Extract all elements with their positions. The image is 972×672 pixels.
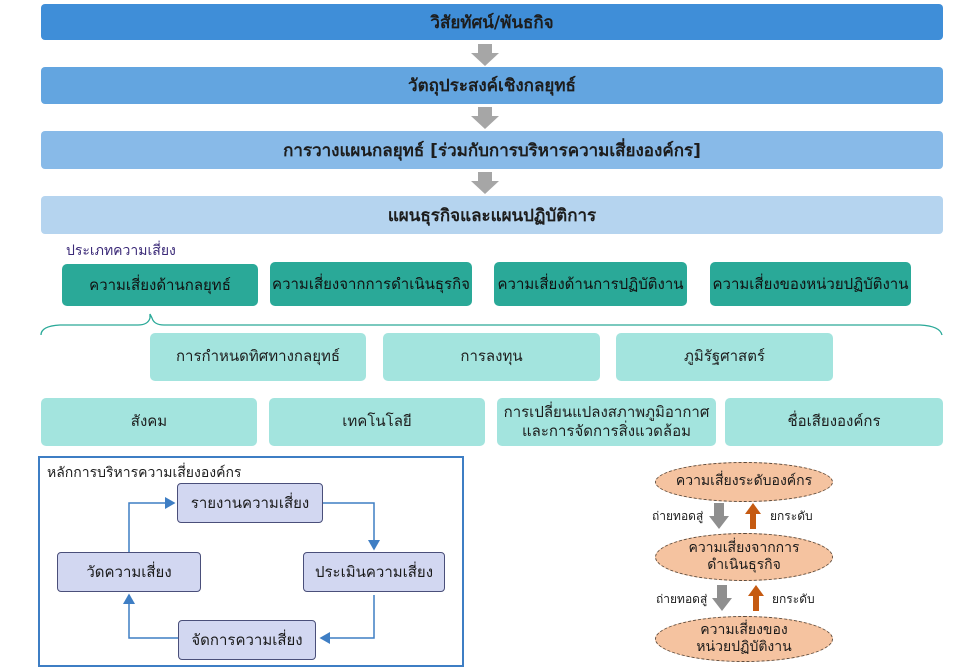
strategic-objective-label: วัตถุประสงค์เชิงกลยุทธ์ [408,76,576,96]
risk-type-business: ความเสี่ยงจากการดำเนินธุรกิจ [270,262,472,306]
vision-mission-label: วิสัยทัศน์/พันธกิจ [430,12,554,33]
business-plan-band: แผนธุรกิจและแผนปฏิบัติการ [41,196,943,234]
risk-type-strategic: ความเสี่ยงด้านกลยุทธ์ [62,264,258,306]
down-arrow-icon [471,107,499,129]
business-plan-label: แผนธุรกิจและแผนปฏิบัติการ [387,205,597,226]
vision-mission-band: วิสัยทัศน์/พันธกิจ [41,4,943,40]
cycle-manage-risk: จัดการความเสี่ยง [178,620,316,660]
factor-strategic-direction: การกำหนดทิศทางกลยุทธ์ [150,333,366,381]
risk-types-label: ประเภทความเสี่ยง [66,243,176,259]
factor-geopolitics: ภูมิรัฐศาสตร์ [616,333,833,381]
up-arrow-icon [748,585,764,611]
level-business-line1: ความเสี่ยงจากการ [688,539,800,556]
factor-investment: การลงทุน [383,333,600,381]
risk-type-operational: ความเสี่ยงด้านการปฏิบัติงาน [494,262,687,306]
level-unit-line1: ความเสี่ยงของ [700,621,788,638]
down-arrow-icon [709,503,729,529]
down-arrow-icon [471,172,499,194]
strategic-planning-label: การวางแผนกลยุทธ์ [ร่วมกับการบริหารความเส… [283,140,701,161]
cycle-assess-risk: ประเมินความเสี่ยง [303,552,445,592]
erm-principles-title: หลักการบริหารความเสี่ยงองค์กร [47,465,242,481]
down-arrow-icon [712,585,732,611]
level-unit-line2: หน่วยปฏิบัติงาน [696,639,792,655]
level-enterprise-risk: ความเสี่ยงระดับองค์กร [655,462,833,502]
cascade-label-2: ถ่ายทอดสู่ [656,592,708,606]
factor-climate-line1: การเปลี่ยนแปลงสภาพภูมิอากาศ [503,402,710,421]
risk-type-unit: ความเสี่ยงของหน่วยปฏิบัติงาน [710,262,911,306]
level-business-line2: ดำเนินธุรกิจ [707,557,781,573]
factor-reputation: ชื่อเสียงองค์กร [725,398,943,446]
escalate-label-1: ยกระดับ [770,509,813,523]
cycle-arrows [123,497,380,644]
strategic-planning-band: การวางแผนกลยุทธ์ [ร่วมกับการบริหารความเส… [41,131,943,169]
brace-connector [40,313,943,336]
up-arrow-icon [745,503,761,529]
escalate-label-2: ยกระดับ [772,592,815,606]
factor-technology: เทคโนโลยี [269,398,485,446]
level-unit-risk: ความเสี่ยงของ หน่วยปฏิบัติงาน [655,616,833,662]
level-business-risk: ความเสี่ยงจากการ ดำเนินธุรกิจ [655,533,833,581]
cycle-measure-risk: วัดความเสี่ยง [57,552,201,592]
factor-society: สังคม [41,398,257,446]
factor-climate: การเปลี่ยนแปลงสภาพภูมิอากาศ และการจัดการ… [497,398,716,446]
factor-climate-line2: และการจัดการสิ่งแวดล้อม [522,422,691,440]
down-arrow-icon [471,44,499,66]
cycle-report-risk: รายงานความเสี่ยง [177,483,323,523]
cascade-label-1: ถ่ายทอดสู่ [652,509,704,523]
strategic-objective-band: วัตถุประสงค์เชิงกลยุทธ์ [41,67,943,104]
erm-principles-frame [38,456,464,667]
